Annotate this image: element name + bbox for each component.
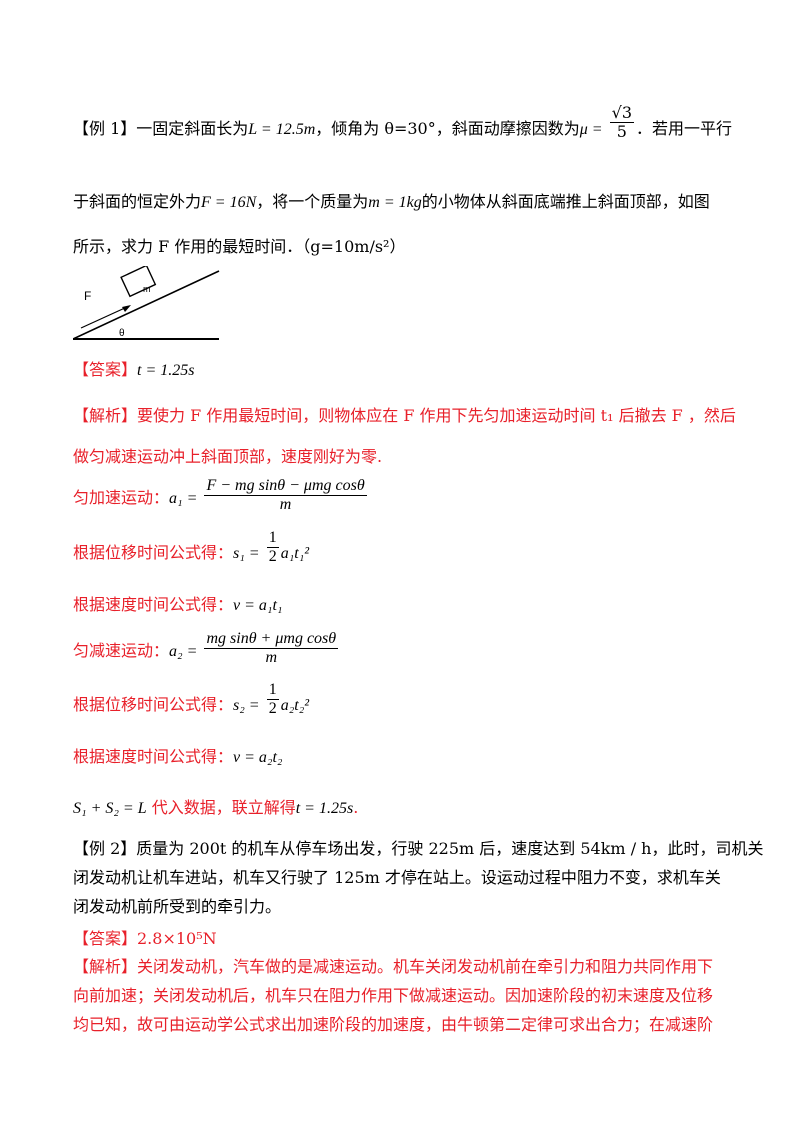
ex1-line-2: 于斜面的恒定外力F = 16N，将一个质量为m = 1kg的小物体从斜面底端推上… (73, 191, 710, 214)
a2-num: mg sinθ + μmg cosθ (204, 630, 339, 649)
length-eq: L = 12.5m (248, 121, 316, 138)
a1-num: F − mg sinθ − μmg cosθ (204, 477, 367, 496)
mass-label: m (143, 284, 151, 294)
ex2-line-1: 【例 2】质量为 200t 的机车从停车场出发，行驶 225m 后，速度达到 5… (73, 839, 764, 858)
force-eq: F = 16N (201, 194, 257, 211)
ex1-analysis-2: 做匀减速运动冲上斜面顶部，速度刚好为零. (73, 447, 383, 466)
final-dot: . (353, 798, 359, 817)
ex2-line-2: 闭发动机让机车进站，机车又行驶了 125m 才停在站上。设运动过程中阻力不变，求… (73, 868, 721, 887)
a2-den: m (265, 649, 278, 666)
mu-label: μ = (579, 121, 603, 138)
ex1-line-3: 所示，求力 F 作用的最短时间．（g=10m/s²） (73, 237, 406, 256)
a1-lhs: a₁ = (169, 490, 198, 507)
decel-label: 匀减速运动： (73, 641, 170, 660)
ex1-text: 于斜面的恒定外力 (73, 192, 202, 211)
ex1-text: ，将一个质量为 (256, 192, 369, 211)
ex1-text: ．若用一平行 (636, 119, 733, 138)
ex1-text: ，倾角为 θ=30°，斜面动摩擦因数为 (315, 119, 580, 138)
accel-label: 匀加速运动： (73, 488, 170, 507)
incline-line (73, 270, 220, 340)
half-num: 1 (266, 681, 279, 700)
force-label: F (84, 289, 91, 303)
ex2-analysis-1: 【解析】关闭发动机，汽车做的是减速运动。机车关闭发动机前在牵引力和阻力共同作用下 (73, 957, 714, 976)
half-den: 2 (268, 548, 277, 565)
ex2-answer: 【答案】2.8×10⁵N (73, 929, 217, 948)
disp-label: 根据位移时间公式得： (73, 695, 234, 714)
final-formula: S₁ + S₂ = L 代入数据，联立解得t = 1.25s. (73, 797, 358, 820)
sum-text: 代入数据，联立解得 (146, 798, 296, 817)
s2-rhs: a₂t₂² (280, 697, 310, 714)
s1-rhs: a₁t₁² (280, 545, 310, 562)
s2-lhs: s₂ = (233, 697, 260, 714)
v2-formula: 根据速度时间公式得：v = a₂t₂ (73, 746, 282, 769)
v1-formula: 根据速度时间公式得：v = a₁t₁ (73, 594, 282, 617)
force-arrow (80, 306, 128, 329)
vel-label: 根据速度时间公式得： (73, 747, 234, 766)
ex2-line-3: 闭发动机前所受到的牵引力。 (73, 897, 282, 916)
answer-value: t = 1.25s (137, 362, 195, 379)
final-eq: t = 1.25s (295, 800, 354, 817)
sum-eq: S₁ + S₂ = L (73, 800, 147, 817)
arrow-head-icon (122, 305, 131, 312)
half-num: 1 (266, 529, 279, 548)
a2-lhs: a₂ = (169, 643, 198, 660)
incline-diagram: m F θ (73, 266, 220, 340)
a1-den: m (279, 496, 292, 513)
angle-label: θ (119, 328, 125, 339)
ex1-analysis-1: 【解析】要使力 F 作用最短时间，则物体应在 F 作用下先匀加速运动时间 t₁ … (73, 406, 736, 425)
ex1-text: 【例 1】一固定斜面长为 (73, 119, 249, 138)
v2-eq: v = a₂t₂ (233, 749, 283, 766)
vel-label: 根据速度时间公式得： (73, 595, 234, 614)
mu-den: 5 (616, 122, 627, 141)
ex1-line-1: 【例 1】一固定斜面长为L = 12.5m，倾角为 θ=30°，斜面动摩擦因数为… (73, 104, 733, 141)
answer-tag: 【答案】 (73, 360, 138, 379)
v1-eq: v = a₁t₁ (233, 597, 283, 614)
s1-lhs: s₁ = (233, 545, 260, 562)
ex1-text: 的小物体从斜面底端推上斜面顶部，如图 (421, 192, 710, 211)
mu-num: √3 (609, 103, 635, 123)
half-den: 2 (268, 700, 277, 717)
mass-eq: m = 1kg (368, 194, 422, 211)
mass-block (120, 266, 157, 298)
ex2-analysis-2: 向前加速；关闭发动机后，机车只在阻力作用下做减速运动。因加速阶段的初末速度及位移 (73, 986, 714, 1005)
ex2-analysis-3: 均已知，故可由运动学公式求出加速阶段的加速度，由牛顿第二定律可求出合力；在减速阶 (73, 1015, 714, 1034)
ex1-answer: 【答案】t = 1.25s (73, 359, 194, 382)
disp-label: 根据位移时间公式得： (73, 543, 234, 562)
